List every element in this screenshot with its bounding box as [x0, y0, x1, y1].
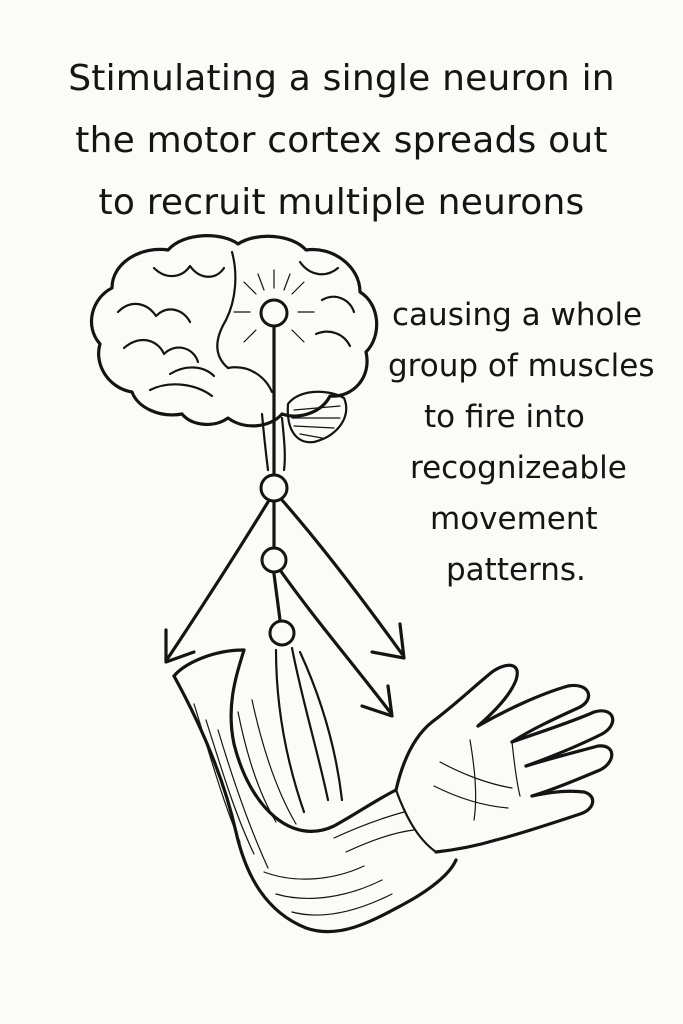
- side-note-text: causing a whole group of muscles to fire…: [382, 290, 655, 596]
- brain-drawing: [89, 234, 379, 472]
- side-note-line-5: movement: [430, 501, 598, 537]
- neuron-node-2: [260, 546, 288, 574]
- side-note-line-3: to fire into: [424, 399, 585, 435]
- neuron-pathway: [164, 326, 406, 718]
- side-note-line-6: patterns.: [446, 552, 586, 588]
- neuron-node-1: [259, 473, 289, 503]
- title-line-2: the motor cortex spreads out: [75, 120, 608, 161]
- neuron-node-3: [268, 619, 296, 647]
- side-note-line-1: causing a whole: [392, 297, 643, 333]
- stimulated-neuron: [259, 298, 289, 328]
- side-note-line-2: group of muscles: [388, 348, 655, 384]
- side-note-line-4: recognizeable: [410, 450, 627, 486]
- title-text: Stimulating a single neuron in the motor…: [20, 48, 663, 234]
- title-line-3: to recruit multiple neurons: [98, 182, 585, 223]
- arm-drawing: [172, 646, 615, 934]
- title-line-1: Stimulating a single neuron in: [68, 58, 615, 99]
